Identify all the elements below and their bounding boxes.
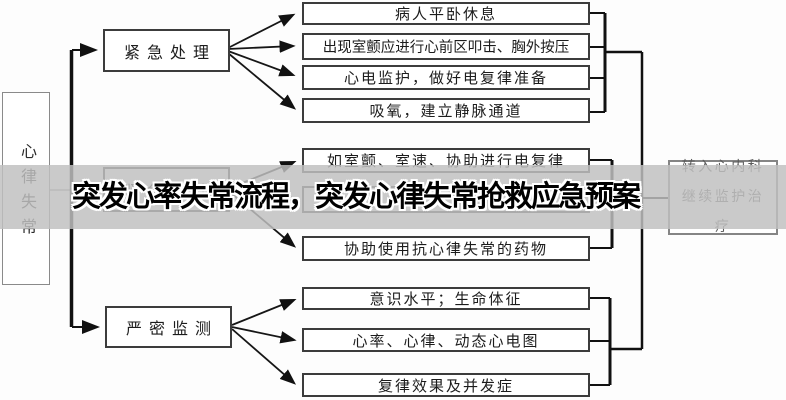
watermark-band: [0, 165, 786, 229]
watermark-title: 突发心率失常流程，突发心律失常抢救应急预案: [72, 181, 641, 213]
step-node: 心电监护，做好电复律准备: [302, 65, 590, 90]
step-node: 复律效果及并发症: [302, 373, 590, 397]
step-node: 意识水平；生命体征: [302, 287, 590, 310]
step-node: 出现室颤应进行心前区叩击、胸外按压: [302, 33, 590, 60]
step-node: 心率、心律、动态心电图: [302, 328, 590, 352]
step-node: 吸氧，建立静脉通道: [302, 98, 590, 123]
step-node: 病人平卧休息: [302, 2, 590, 25]
stage-node-monitoring: 严密监测: [105, 306, 232, 348]
stage-node-emergency-treatment: 紧急处理: [103, 29, 230, 72]
step-node: 协助使用抗心律失常的药物: [302, 236, 590, 261]
